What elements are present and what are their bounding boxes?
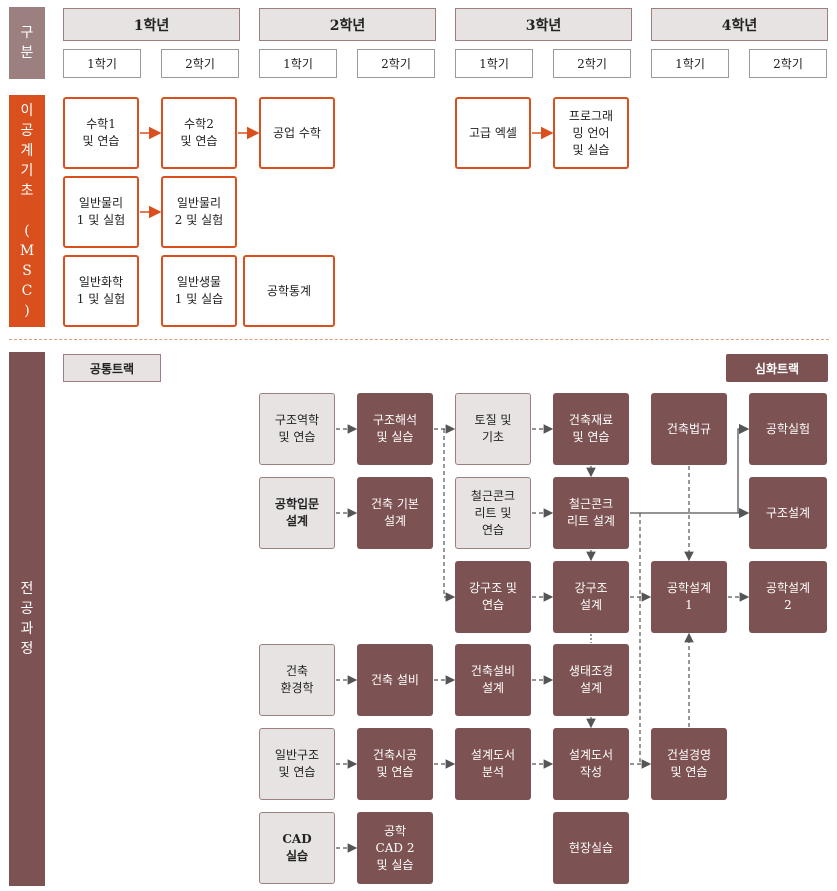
course-steel-exercise[interactable]: 강구조 및 연습 [455, 561, 531, 633]
year-4-header: 4학년 [651, 8, 828, 41]
semester-header: 1학기 [63, 49, 141, 78]
course-eng-stats[interactable]: 공학통계 [243, 255, 335, 327]
course-struct-mech[interactable]: 구조역학 및 연습 [259, 393, 335, 465]
course-cad[interactable]: CAD 실습 [259, 812, 335, 884]
category-side-label: 구 분 [9, 7, 45, 79]
course-biology1[interactable]: 일반생물 1 및 실습 [161, 255, 237, 327]
major-side-label: 전 공 과 정 [9, 352, 45, 886]
course-arch-env[interactable]: 건축 환경학 [259, 644, 335, 716]
course-rc-exercise[interactable]: 철근콘크 리트 및 연습 [455, 477, 531, 549]
course-eng-design2[interactable]: 공학설계 2 [749, 561, 827, 633]
course-eng-intro-design[interactable]: 공학입문 설계 [259, 477, 335, 549]
course-programming[interactable]: 프로그래 밍 언어 및 실습 [553, 97, 629, 169]
course-math1[interactable]: 수학1 및 연습 [63, 97, 139, 169]
course-math2[interactable]: 수학2 및 연습 [161, 97, 237, 169]
course-eng-experiment[interactable]: 공학실험 [749, 393, 827, 465]
semester-header: 1학기 [651, 49, 729, 78]
course-soil[interactable]: 토질 및 기초 [455, 393, 531, 465]
course-chemistry1[interactable]: 일반화학 1 및 실험 [63, 255, 139, 327]
advanced-track-label: 심화트랙 [726, 354, 828, 382]
semester-header: 1학기 [259, 49, 337, 78]
year-1-header: 1학년 [63, 8, 240, 41]
course-rc-design[interactable]: 철근콘크 리트 설계 [553, 477, 629, 549]
course-arch-material[interactable]: 건축재료 및 연습 [553, 393, 629, 465]
course-adv-excel[interactable]: 고급 엑셀 [455, 97, 531, 169]
course-physics2[interactable]: 일반물리 2 및 실험 [161, 176, 237, 248]
course-arch-equipment[interactable]: 건축 설비 [357, 644, 433, 716]
common-track-label: 공통트랙 [63, 354, 161, 382]
course-steel-design[interactable]: 강구조 설계 [553, 561, 629, 633]
course-doc-writing[interactable]: 설계도서 작성 [553, 728, 629, 800]
semester-header: 1학기 [455, 49, 533, 78]
course-eng-design1[interactable]: 공학설계 1 [651, 561, 727, 633]
course-eng-math[interactable]: 공업 수학 [259, 97, 335, 169]
year-2-header: 2학년 [259, 8, 436, 41]
semester-header: 2학기 [161, 49, 239, 78]
course-arch-law[interactable]: 건축법규 [651, 393, 727, 465]
semester-header: 2학기 [357, 49, 435, 78]
course-const-management[interactable]: 건설경영 및 연습 [651, 728, 727, 800]
course-field-training[interactable]: 현장실습 [553, 812, 629, 884]
section-divider [9, 339, 829, 340]
course-gen-struct[interactable]: 일반구조 및 연습 [259, 728, 335, 800]
course-arch-basic-design[interactable]: 건축 기본 설계 [357, 477, 433, 549]
semester-header: 2학기 [749, 49, 827, 78]
msc-side-label: 이 공 계 기 초 ( M S C ) [9, 95, 45, 327]
year-3-header: 3학년 [455, 8, 632, 41]
course-eng-cad2[interactable]: 공학 CAD 2 및 실습 [357, 812, 433, 884]
course-equipment-design[interactable]: 건축설비 설계 [455, 644, 531, 716]
course-physics1[interactable]: 일반물리 1 및 실험 [63, 176, 139, 248]
course-struct-design[interactable]: 구조설계 [749, 477, 827, 549]
course-eco-design[interactable]: 생태조경 설계 [553, 644, 629, 716]
course-arch-construction[interactable]: 건축시공 및 연습 [357, 728, 433, 800]
course-doc-analysis[interactable]: 설계도서 분석 [455, 728, 531, 800]
semester-header: 2학기 [553, 49, 631, 78]
course-struct-analysis[interactable]: 구조해석 및 실습 [357, 393, 433, 465]
